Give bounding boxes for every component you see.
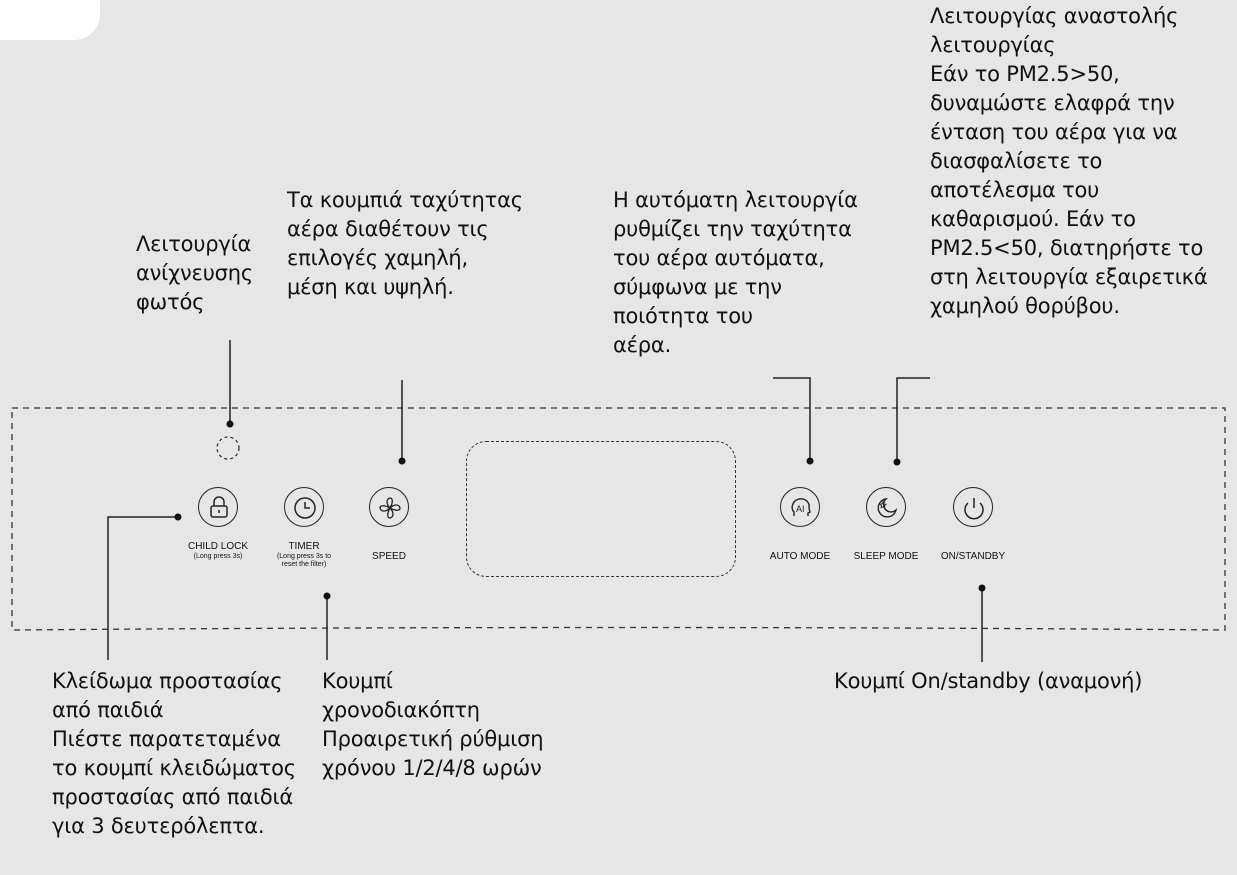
auto-mode-label: AUTO MODE: [769, 551, 831, 562]
power-icon: [964, 498, 984, 520]
sleep-mode-callout: Λειτουργίας αναστολής λειτουργίας Εάν το…: [930, 4, 1208, 318]
on-standby-callout: Κουμπί On/standby (αναμονή): [834, 669, 1143, 693]
light-sensor-callout: Λειτουργία ανίχνευσης φωτός: [136, 232, 253, 314]
speed-button[interactable]: [369, 487, 409, 527]
speed-label: SPEED: [372, 551, 406, 562]
clock-icon: [294, 497, 316, 519]
sleep-mode-label: SLEEP MODE: [853, 551, 919, 562]
child-lock-label: CHILD LOCK (Long press 3s): [168, 541, 268, 561]
fan-icon: [379, 497, 401, 519]
timer-label-text: TIMER: [288, 541, 320, 552]
ai-icon-text: AI: [796, 504, 805, 514]
moon-star-icon: [877, 497, 898, 518]
auto-mode-button[interactable]: AI: [780, 487, 820, 527]
timer-button[interactable]: [284, 487, 324, 527]
auto-mode-callout: Η αυτόματη λειτουργία ρυθμίζει την ταχύτ…: [613, 188, 858, 357]
sleep-mode-button[interactable]: [866, 487, 906, 527]
display-window: [466, 441, 736, 577]
child-lock-label-text: CHILD LOCK: [187, 541, 248, 552]
lock-icon: [210, 496, 228, 518]
child-lock-callout: Κλείδωμα προστασίας από παιδιά Πιέστε πα…: [52, 669, 296, 838]
step-badge: 5: [0, 0, 100, 40]
timer-callout: Κουμπί χρονοδιακόπτη Προαιρετική ρύθμιση…: [322, 669, 544, 780]
on-standby-label: ON/STANDBY: [940, 551, 1006, 562]
timer-label: TIMER (Long press 3s to reset the filter…: [254, 541, 354, 569]
ai-head-icon: AI: [791, 498, 811, 516]
speed-callout: Τα κουμπιά ταχύτητας αέρα διαθέτουν τις …: [287, 188, 523, 299]
timer-sub: (Long press 3s to reset the filter): [276, 553, 332, 568]
power-button[interactable]: [953, 487, 993, 527]
child-lock-button[interactable]: [198, 487, 238, 527]
child-lock-sub: (Long press 3s): [193, 553, 243, 560]
